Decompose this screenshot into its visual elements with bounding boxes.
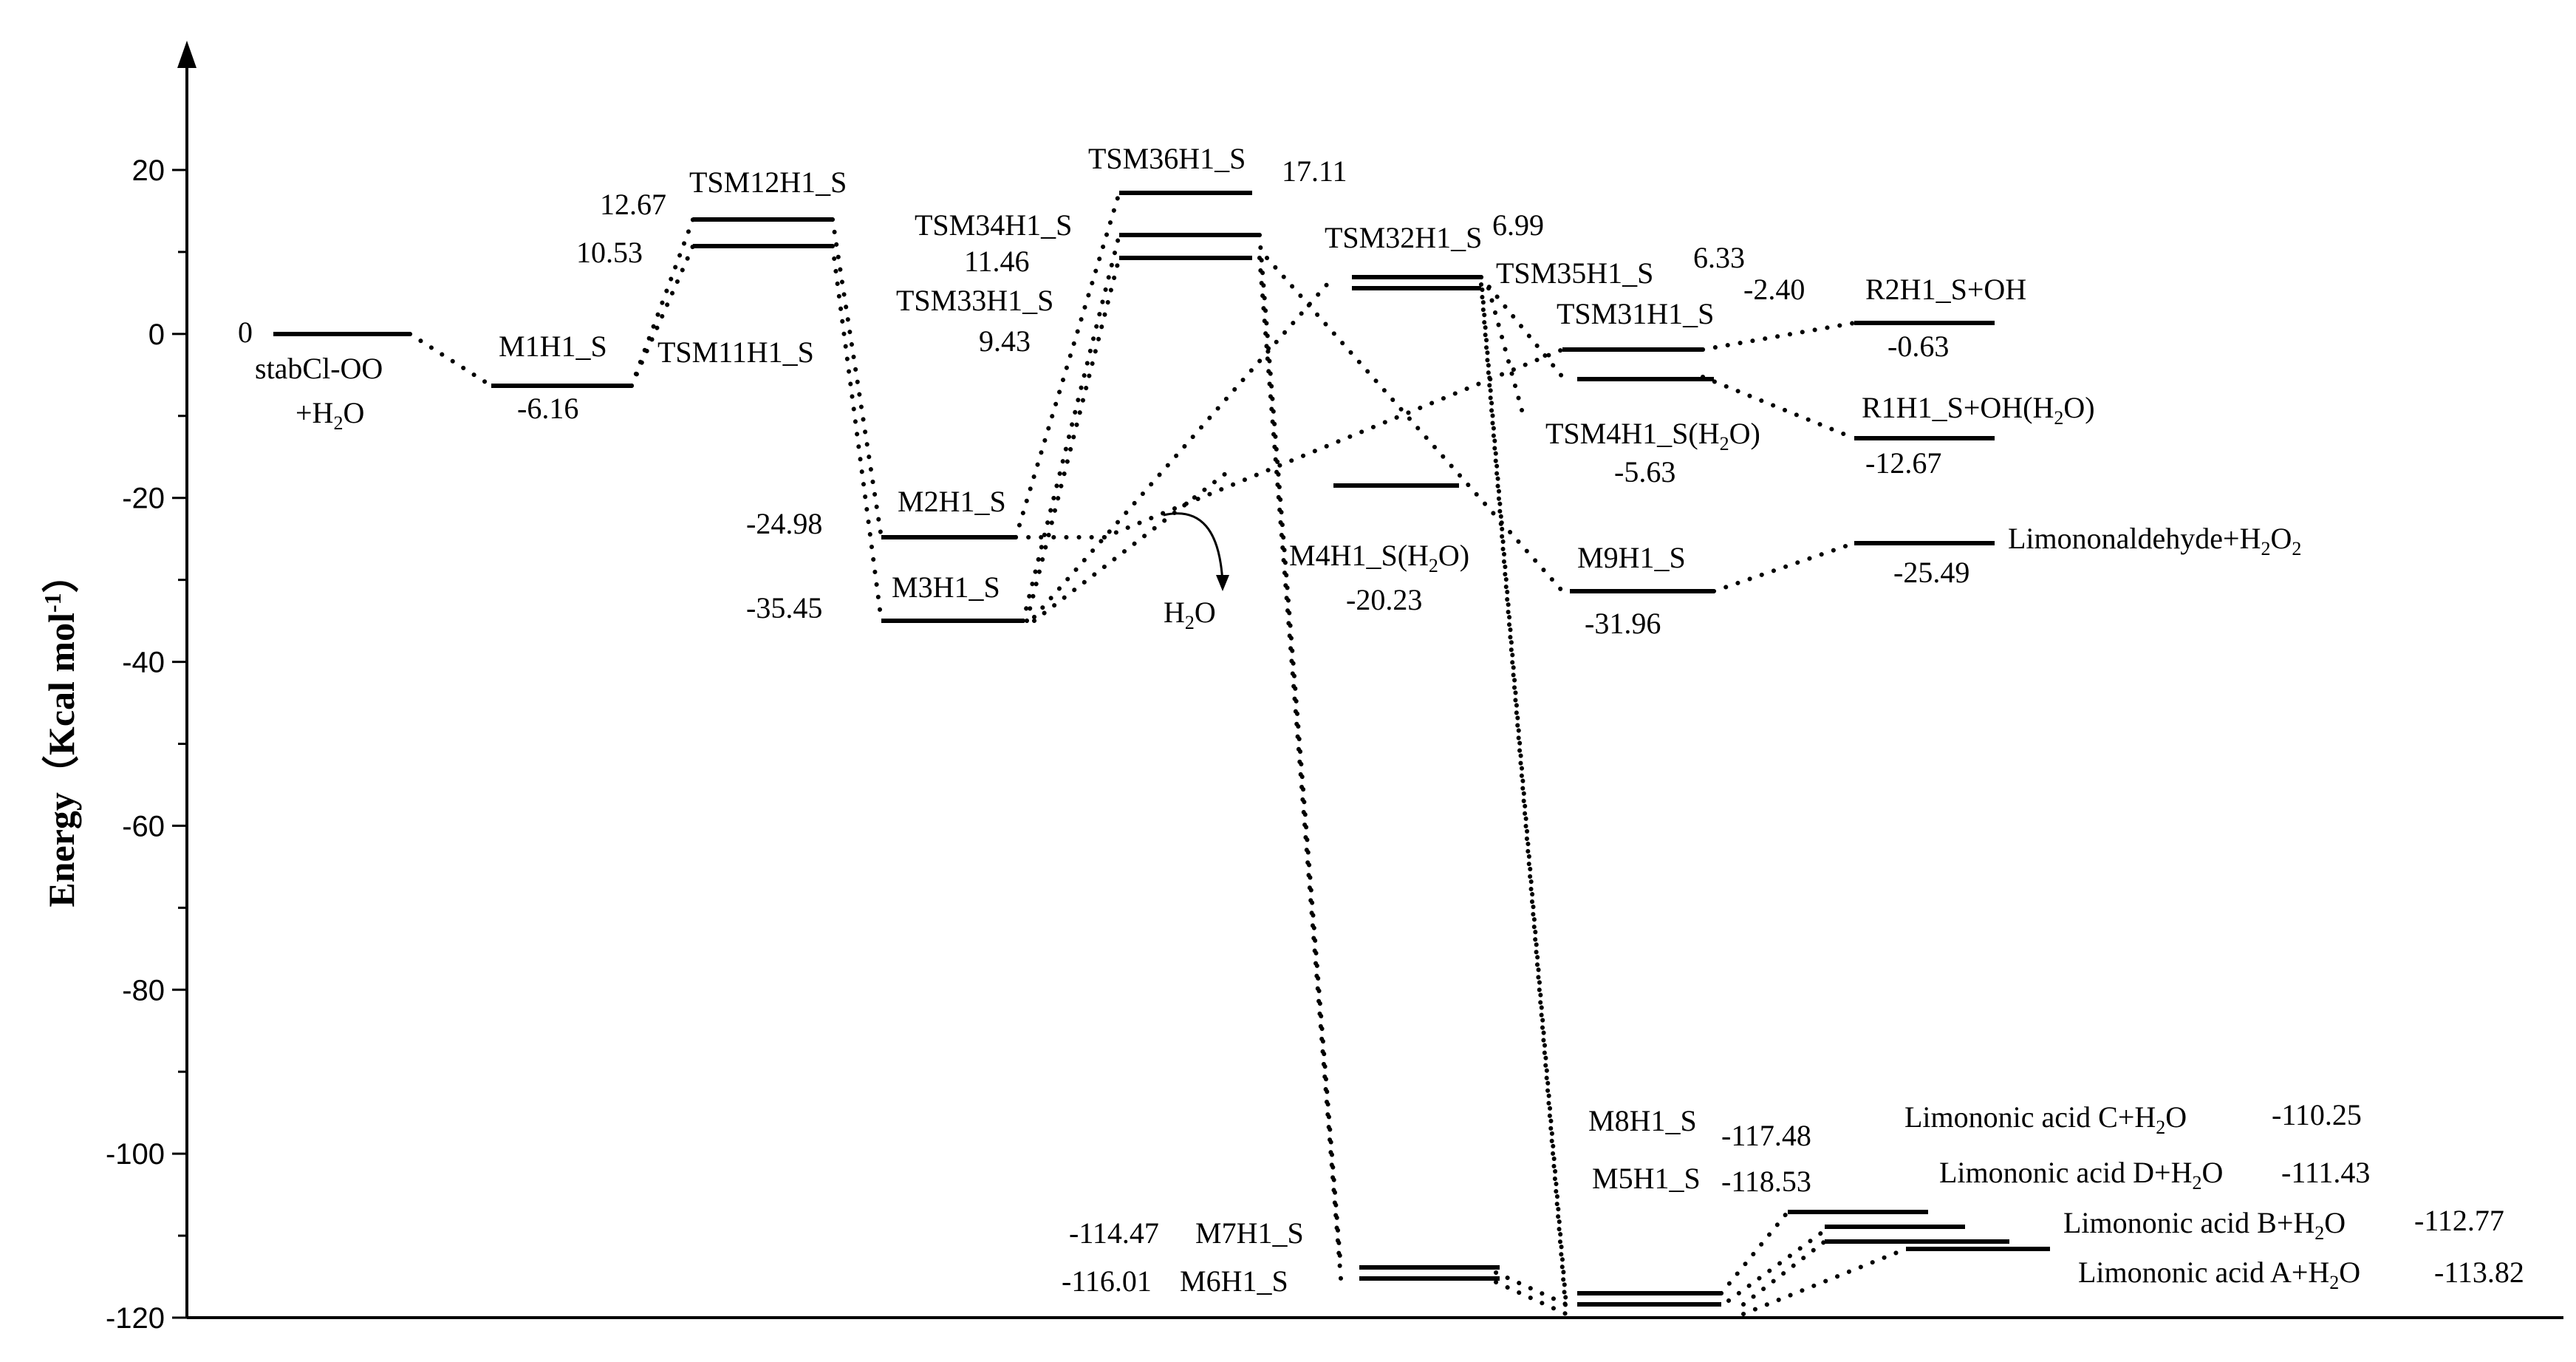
y-tick-label: -40 xyxy=(122,647,165,679)
water-arrow-curve xyxy=(1163,512,1224,585)
tsm4-energy-label: -5.63 xyxy=(1614,455,1675,488)
connector xyxy=(1032,275,1336,619)
connector xyxy=(1102,347,1565,539)
tsm31-energy-label: -2.40 xyxy=(1743,273,1805,306)
energy-levels xyxy=(273,191,2050,1307)
limononic-c-label: Limononic acid C+H2O xyxy=(1904,1100,2187,1138)
connector xyxy=(1726,1228,1827,1303)
limononic-b-label: Limononic acid B+H2O xyxy=(2063,1206,2346,1244)
connector xyxy=(408,332,493,388)
m6-energy-label: -116.01 xyxy=(1062,1264,1152,1298)
y-tick-label: -120 xyxy=(106,1302,165,1335)
connector xyxy=(1719,1210,1790,1295)
tsm33-name-label: TSM33H1_S xyxy=(896,284,1053,317)
connector xyxy=(1257,256,1343,1281)
limononic-c-energy-label: -110.25 xyxy=(2272,1098,2362,1131)
r1-energy-label: -12.67 xyxy=(1865,446,1941,480)
limonaldehyde-name-label: Limononaldehyde+H2O2 xyxy=(2008,522,2301,559)
r1-name-label: R1H1_S+OH(H2O) xyxy=(1862,391,2095,429)
m9-energy-label: -31.96 xyxy=(1585,607,1661,640)
m4-name-label: M4H1_S(H2O) xyxy=(1289,539,1469,576)
connector xyxy=(1479,275,1568,1307)
limononic-b-energy-label: -112.77 xyxy=(2414,1204,2504,1237)
y-axis: 20 0 -20 -40 -60 -80 -100 -120 xyxy=(106,41,2563,1335)
limononic-d-energy-label: -111.43 xyxy=(2281,1156,2370,1189)
connector xyxy=(1032,471,1229,623)
water-label: H2O xyxy=(1164,596,1216,633)
r2-name-label: R2H1_S+OH xyxy=(1865,273,2026,306)
connector xyxy=(1741,1247,1908,1316)
y-tick-label: 20 xyxy=(132,154,165,187)
connector xyxy=(1494,1280,1568,1316)
y-axis-arrow xyxy=(177,41,197,68)
connector xyxy=(830,217,884,539)
tsm34-energy-label: 11.46 xyxy=(964,245,1030,278)
connector xyxy=(1014,191,1121,539)
m4-energy-label: -20.23 xyxy=(1346,583,1422,616)
connector xyxy=(1494,1270,1568,1307)
water-arrow-head xyxy=(1216,575,1229,591)
connector xyxy=(1712,541,1856,593)
m2-name-label: M2H1_S xyxy=(898,485,1006,518)
connector xyxy=(1025,256,1121,623)
y-tick-label: -100 xyxy=(106,1138,165,1171)
tsm4-name-label: TSM4H1_S(H2O) xyxy=(1545,417,1760,454)
tsm32-energy-label: 6.99 xyxy=(1492,208,1544,242)
tsm33-energy-label: 9.43 xyxy=(979,324,1031,358)
tsm12-energy-label: 12.67 xyxy=(600,188,666,221)
tsm36-energy-label: 17.11 xyxy=(1282,154,1347,188)
tsm31-name-label: TSM31H1_S xyxy=(1557,297,1714,330)
m9-name-label: M9H1_S xyxy=(1577,541,1686,574)
connector xyxy=(629,244,695,388)
tsm11-name-label: TSM11H1_S xyxy=(657,336,814,369)
connector xyxy=(1701,321,1856,352)
m7-energy-label: -114.47 xyxy=(1069,1216,1159,1250)
reactant-name-label: stabCl-OO xyxy=(255,352,383,385)
tsm11-energy-label: 10.53 xyxy=(576,236,643,269)
limononic-d-label: Limononic acid D+H2O xyxy=(1939,1156,2223,1194)
m6-name-label: M6H1_S xyxy=(1180,1264,1288,1298)
limononic-a-label: Limononic acid A+H2O xyxy=(2078,1256,2360,1293)
reactant-water-label: +H2O xyxy=(295,396,364,434)
tsm36-name-label: TSM36H1_S xyxy=(1088,142,1246,175)
m8-name-label: M8H1_S xyxy=(1588,1104,1697,1137)
limonaldehyde-energy-label: -25.49 xyxy=(1893,556,1969,589)
m8-energy-label: -117.48 xyxy=(1721,1119,1811,1152)
y-axis-ticks: 20 0 -20 -40 -60 -80 -100 -120 xyxy=(106,154,187,1335)
connector xyxy=(830,244,884,623)
m5-name-label: M5H1_S xyxy=(1592,1162,1701,1195)
y-tick-label: -80 xyxy=(122,974,165,1007)
m3-energy-label: -35.45 xyxy=(746,591,822,624)
y-tick-label: -20 xyxy=(122,483,165,515)
y-tick-label: -60 xyxy=(122,810,165,842)
tsm35-energy-label: 6.33 xyxy=(1693,241,1745,274)
tsm35-name-label: TSM35H1_S xyxy=(1496,256,1653,290)
y-axis-title: Energy（Kcal mol-1） xyxy=(39,556,82,907)
m1-energy-label: -6.16 xyxy=(517,392,578,425)
connector xyxy=(1257,233,1343,1270)
connector xyxy=(1741,1239,1827,1307)
m7-name-label: M7H1_S xyxy=(1195,1216,1304,1250)
connector xyxy=(629,217,695,388)
m5-energy-label: -118.53 xyxy=(1721,1165,1811,1198)
tsm12-name-label: TSM12H1_S xyxy=(689,166,847,199)
r2-energy-label: -0.63 xyxy=(1887,330,1949,363)
reactant-energy-label: 0 xyxy=(238,316,253,349)
connector xyxy=(1265,256,1565,593)
connector xyxy=(1479,282,1568,1316)
m3-name-label: M3H1_S xyxy=(892,571,1000,604)
y-tick-label: 0 xyxy=(148,319,165,351)
m2-energy-label: -24.98 xyxy=(746,507,822,540)
limononic-a-energy-label: -113.82 xyxy=(2434,1256,2524,1289)
connector xyxy=(1486,286,1524,412)
m1-name-label: M1H1_S xyxy=(499,330,607,363)
connector-paths xyxy=(408,191,1908,1316)
tsm32-name-label: TSM32H1_S xyxy=(1325,221,1482,254)
tsm34-name-label: TSM34H1_S xyxy=(915,208,1072,242)
connector xyxy=(1479,275,1565,379)
labels: 0 stabCl-OO +H2O M1H1_S -6.16 TSM12H1_S … xyxy=(238,142,2524,1298)
connector xyxy=(1701,375,1856,440)
